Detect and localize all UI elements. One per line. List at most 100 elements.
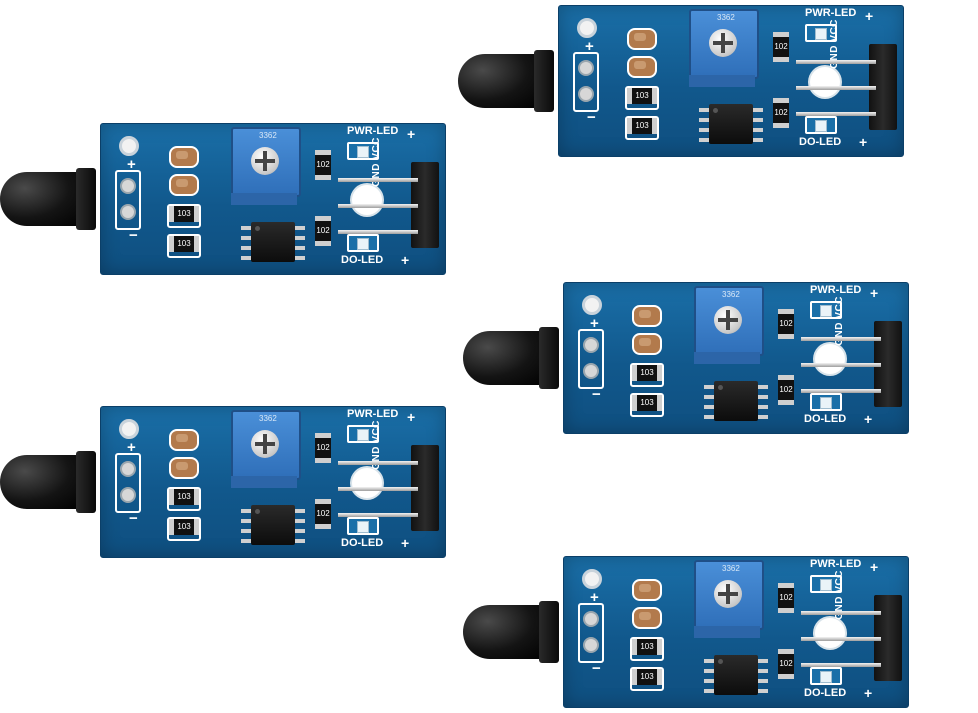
header-pin <box>338 513 418 517</box>
adjustment-screw <box>251 430 279 458</box>
resistor: 103 <box>632 365 662 381</box>
resistor-outline <box>167 487 201 511</box>
solder-pad <box>583 637 599 653</box>
capacitor <box>632 333 662 355</box>
resistor: 103 <box>632 639 662 655</box>
pin-labels: DO GND VCC <box>371 137 382 206</box>
header-pin <box>338 178 418 182</box>
header-pin <box>338 230 418 234</box>
adjustment-screw <box>709 29 737 57</box>
pwr-led-label: PWR-LED <box>347 125 399 137</box>
polarity-minus-label: − <box>592 660 601 677</box>
pin-labels: DO GND VCC <box>829 19 840 88</box>
potentiometer: 3362 <box>231 127 301 197</box>
header-pin <box>796 112 876 116</box>
comparator-chip <box>251 222 295 262</box>
do-led-label: DO-LED <box>804 413 847 425</box>
chip-pin <box>241 256 251 260</box>
chip-pin <box>753 108 763 112</box>
pwr-led-label: PWR-LED <box>810 284 862 296</box>
resistor: 103 <box>169 206 199 222</box>
chip-pin <box>758 669 768 673</box>
chip-pin <box>295 519 305 523</box>
resistor: 103 <box>627 88 657 104</box>
header-pin <box>801 363 881 367</box>
potentiometer: 3362 <box>689 9 759 79</box>
potentiometer: 3362 <box>694 286 764 356</box>
potentiometer: 3362 <box>231 410 301 480</box>
resistor: 102 <box>773 32 789 62</box>
pwr-led-label: PWR-LED <box>805 7 857 19</box>
chip-pin <box>704 669 714 673</box>
mounting-hole-large <box>810 67 840 97</box>
capacitor <box>169 146 199 168</box>
solder-pad <box>583 337 599 353</box>
do-led-label: DO-LED <box>341 537 384 549</box>
power-led <box>805 24 837 42</box>
chip-pin <box>758 405 768 409</box>
flame-sensor-module: + − 103 103 3362 102 102 PWR-LED + D <box>458 2 978 162</box>
digital-output-led <box>347 517 379 535</box>
pcb-board: + − 103 103 3362 102 102 PWR-LED + D <box>563 282 909 434</box>
ir-receiver-bulb <box>0 455 82 509</box>
chip-pin <box>295 256 305 260</box>
mounting-hole <box>577 18 597 38</box>
solder-pad <box>578 86 594 102</box>
resistor: 102 <box>778 583 794 613</box>
mounting-hole-large <box>815 618 845 648</box>
chip-pin <box>704 405 714 409</box>
chip-pin <box>699 118 709 122</box>
resistor-outline <box>630 667 664 691</box>
chip-pin <box>295 509 305 513</box>
adjustment-screw <box>714 306 742 334</box>
ir-receiver-bulb <box>458 54 540 108</box>
mounting-hole <box>119 419 139 439</box>
header-pin <box>796 60 876 64</box>
chip-pin <box>704 415 714 419</box>
polarity-minus-label: − <box>129 510 138 527</box>
power-led <box>810 575 842 593</box>
header-pin <box>338 461 418 465</box>
chip-pin <box>758 689 768 693</box>
capacitor <box>169 457 199 479</box>
chip-pin <box>704 679 714 683</box>
plus-label: + <box>407 126 416 142</box>
polarity-minus-label: − <box>587 109 596 126</box>
polarity-minus-label: − <box>129 227 138 244</box>
ir-receiver-flange <box>539 601 559 663</box>
pcb-board: + − 103 103 3362 102 102 PWR-LED + D <box>563 556 909 708</box>
header-pin <box>801 663 881 667</box>
resistor: 102 <box>773 98 789 128</box>
sensor-legs <box>559 615 587 649</box>
solder-pad <box>583 611 599 627</box>
adjustment-screw <box>251 147 279 175</box>
polarity-plus-label: + <box>590 315 599 332</box>
chip-pin <box>241 226 251 230</box>
plus-label: + <box>401 535 410 551</box>
chip-pin <box>704 395 714 399</box>
solder-pad <box>120 204 136 220</box>
sensor-legs <box>96 182 124 216</box>
resistor: 102 <box>315 216 331 246</box>
pwr-led-label: PWR-LED <box>347 408 399 420</box>
potentiometer-base <box>694 352 760 364</box>
potentiometer-base <box>231 476 297 488</box>
chip-pin <box>241 529 251 533</box>
sensor-legs <box>559 341 587 375</box>
sensor-socket <box>115 170 141 230</box>
resistor: 102 <box>778 375 794 405</box>
chip-pin <box>295 539 305 543</box>
flame-sensor-module: + − 103 103 3362 102 102 PWR-LED + D <box>463 553 978 713</box>
resistor: 102 <box>778 309 794 339</box>
chip-pin <box>758 415 768 419</box>
pot-code: 3362 <box>259 131 277 140</box>
mounting-hole-large <box>815 344 845 374</box>
pot-code: 3362 <box>717 13 735 22</box>
comparator-chip <box>714 381 758 421</box>
pcb-board: + − 103 103 3362 102 102 PWR-LED + D <box>100 406 446 558</box>
solder-pad <box>120 461 136 477</box>
pot-code: 3362 <box>722 564 740 573</box>
pin-labels: DO GND VCC <box>834 570 845 639</box>
potentiometer-base <box>689 75 755 87</box>
chip-pin <box>295 226 305 230</box>
